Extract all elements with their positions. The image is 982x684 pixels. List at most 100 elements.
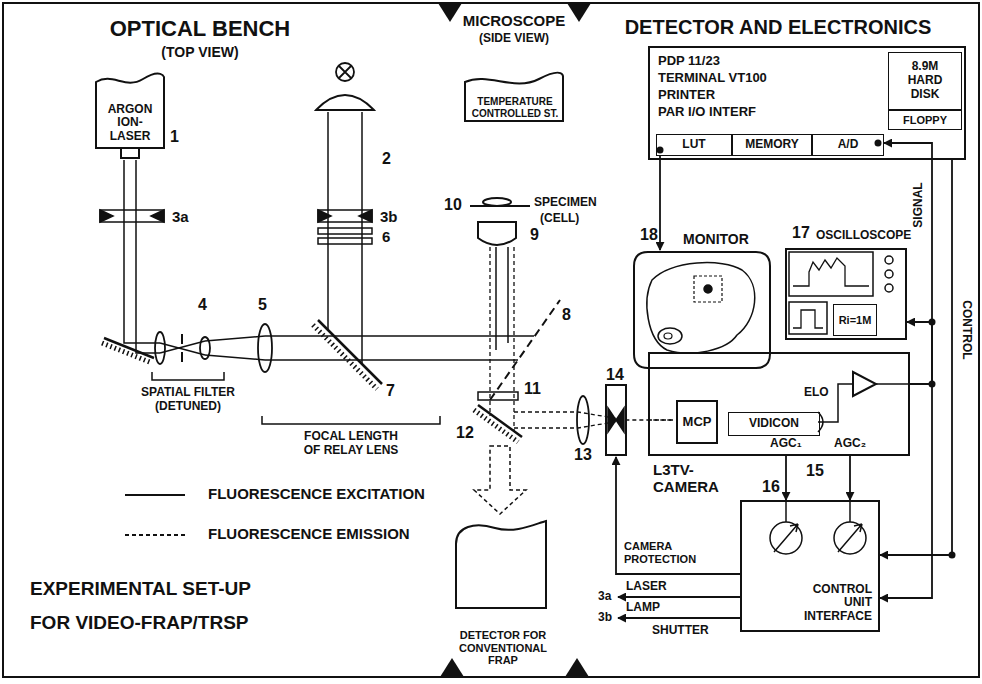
- callout-number: 3b: [380, 208, 398, 225]
- junction-dot: [875, 140, 882, 147]
- beam-combiner: [313, 320, 382, 389]
- excitation-beam: [507, 247, 509, 343]
- node-text: FLOPPY: [903, 114, 947, 127]
- callout-number: 15: [806, 462, 824, 480]
- signal-name: CAMERA PROTECTION: [624, 540, 714, 565]
- scope-knob: [885, 284, 893, 292]
- connector-label: CONTROL: [959, 300, 973, 359]
- computer-box: PDP 11/23TERMINAL VT100PRINTERPAR I/O IN…: [648, 46, 966, 160]
- signal-trace: [793, 258, 869, 286]
- callout-number: 1: [170, 128, 179, 146]
- scope-knob: [885, 256, 893, 264]
- laser-aperture: [121, 148, 139, 158]
- filter: [478, 392, 518, 400]
- node-text: PRINTER: [658, 86, 715, 103]
- junction-dot: [657, 140, 956, 559]
- signal-connector: [659, 156, 661, 250]
- tube-end: [818, 412, 823, 432]
- dimension-bracket: [262, 416, 440, 424]
- signal-connector: [880, 384, 932, 598]
- amplifier-symbol: [853, 372, 876, 396]
- excitation-beam: [495, 247, 497, 350]
- control-unit: CONTROL UNIT INTERFACE: [740, 500, 880, 632]
- floppy-box: FLOPPY: [888, 110, 962, 130]
- callout-number: 14: [606, 366, 624, 384]
- callout-number: 9: [530, 226, 539, 244]
- signal-connector: [880, 160, 952, 555]
- filter: [318, 228, 518, 400]
- node-text: TERMINAL VT100: [658, 69, 767, 86]
- section-marker: [567, 3, 591, 22]
- control-wire: [616, 457, 740, 574]
- signal-name: ELO: [804, 386, 829, 400]
- measurement-field: [694, 276, 722, 302]
- callout-number: 3a: [172, 208, 189, 225]
- dichroic-mirror: [490, 300, 560, 400]
- signal-name: SHUTTER: [652, 624, 709, 638]
- section-marker: [438, 3, 462, 22]
- emission-beam: [648, 419, 674, 420]
- excitation-beam: [265, 359, 518, 361]
- scope-inset: [789, 302, 827, 334]
- bleach-spot: [704, 285, 712, 293]
- excitation-beam: [265, 335, 534, 337]
- knob-arrow: [838, 524, 862, 552]
- control-wire: [616, 457, 740, 618]
- dimension-bracket: [152, 372, 224, 380]
- node-text: MEMORY: [745, 138, 799, 152]
- callout-number: 16: [762, 478, 780, 496]
- detector-arrow: [474, 446, 526, 514]
- node-text: ARGON ION- LASER: [108, 103, 153, 144]
- lut-box: LUT: [656, 134, 732, 156]
- beam-combiner: [313, 325, 377, 389]
- callout-number: 6: [382, 228, 390, 245]
- part-label: FOCAL LENGTH OF RELAY LENS: [295, 430, 407, 458]
- shutter: [606, 385, 626, 455]
- section-title: DETECTOR AND ELECTRONICS: [625, 16, 932, 39]
- shutter: [616, 408, 624, 432]
- cell-outline: [647, 263, 755, 354]
- oscilloscope-box-outline: [785, 248, 907, 340]
- vidicon-tube: VIDICON: [728, 412, 820, 436]
- signal-name: LAMP: [626, 601, 660, 615]
- excitation-beam: [124, 160, 160, 343]
- control-wire: [618, 596, 740, 598]
- node-text: VIDICON: [749, 417, 799, 431]
- legend-sample: [125, 495, 185, 535]
- callout-number: 3a: [598, 590, 611, 604]
- signal-connector: [884, 143, 932, 384]
- gain-knob: [770, 522, 802, 554]
- excitation-beam: [327, 112, 329, 330]
- deflecting-mirror: [478, 405, 522, 437]
- control-wire: [786, 500, 850, 522]
- lamp: [336, 63, 354, 81]
- stage-outline: [465, 73, 563, 121]
- callout-number: 10: [444, 196, 462, 214]
- callout-number: 12: [456, 424, 474, 442]
- signal-connector: [785, 456, 787, 500]
- objective: [478, 222, 516, 245]
- shutter: [151, 210, 164, 222]
- junction-dot: [657, 147, 664, 154]
- pulse-trace: [793, 310, 823, 328]
- detector-arrow: [474, 446, 526, 514]
- excitation-beam: [124, 112, 534, 364]
- lamp: [316, 95, 374, 110]
- frame: [3, 3, 979, 677]
- section-marker: [438, 3, 591, 677]
- signal-name: LASER: [626, 580, 667, 594]
- node-text: MONITOR: [683, 231, 749, 247]
- excitation-beam: [205, 336, 265, 341]
- mirror: [104, 338, 154, 358]
- part-label: (CELL): [540, 212, 579, 226]
- excitation-beam: [205, 355, 265, 360]
- gain-knob: [834, 522, 866, 554]
- deflecting-mirror: [474, 410, 518, 442]
- shutter: [100, 210, 164, 222]
- shutter: [100, 210, 626, 455]
- section-title: MICROSCOPE: [463, 12, 566, 29]
- callout-number: 11: [524, 380, 541, 398]
- node-text: LUT: [682, 138, 705, 152]
- mcp-box: MCP: [676, 400, 718, 444]
- node-text: PDP 11/23: [658, 52, 720, 69]
